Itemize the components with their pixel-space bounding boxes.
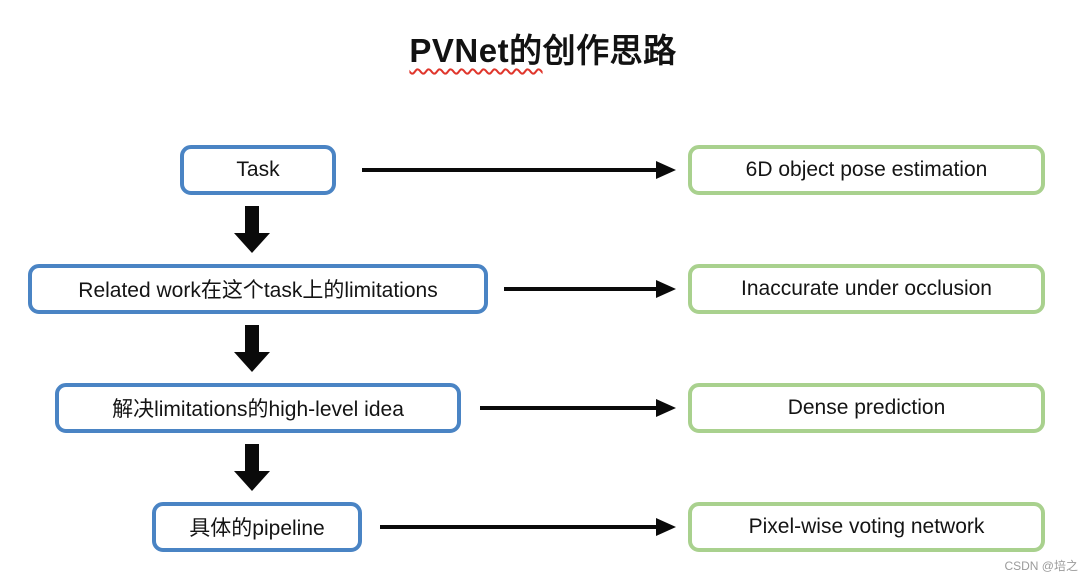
down-arrow-tip (234, 471, 270, 491)
down-arrow-stem (245, 206, 259, 233)
step-box-high-level-idea: 解决limitations的high-level idea (55, 383, 461, 433)
page-title: PVNet的创作思路 (0, 24, 1086, 72)
result-box-voting-network: Pixel-wise voting network (688, 502, 1045, 552)
down-arrow-3-icon (234, 444, 270, 491)
arrowhead-right-icon (656, 280, 676, 298)
result-box-dense-prediction: Dense prediction (688, 383, 1045, 433)
result-box-pose-estimation: 6D object pose estimation (688, 145, 1045, 195)
down-arrow-stem (245, 325, 259, 352)
arrow-shaft (504, 287, 656, 291)
title-rest-text: 创作思路 (542, 32, 677, 69)
arrow-idea-to-dense-prediction (480, 399, 676, 417)
step-box-pipeline: 具体的pipeline (152, 502, 362, 552)
title-spellcheck-underlined-text: PVNet的 (409, 32, 543, 69)
arrow-pipeline-to-voting-network (380, 518, 676, 536)
arrowhead-right-icon (656, 518, 676, 536)
arrow-shaft (362, 168, 656, 172)
down-arrow-stem (245, 444, 259, 471)
down-arrow-tip (234, 233, 270, 253)
down-arrow-2-icon (234, 325, 270, 372)
step-box-task: Task (180, 145, 336, 195)
down-arrow-tip (234, 352, 270, 372)
arrow-limitations-to-occlusion (504, 280, 676, 298)
arrow-shaft (480, 406, 656, 410)
watermark: CSDN @培之 (1004, 559, 1078, 573)
arrow-shaft (380, 525, 656, 529)
result-box-inaccurate-occlusion: Inaccurate under occlusion (688, 264, 1045, 314)
arrowhead-right-icon (656, 161, 676, 179)
arrowhead-right-icon (656, 399, 676, 417)
arrow-task-to-pose-estimation (362, 161, 676, 179)
down-arrow-1-icon (234, 206, 270, 253)
step-box-related-work-limitations: Related work在这个task上的limitations (28, 264, 488, 314)
